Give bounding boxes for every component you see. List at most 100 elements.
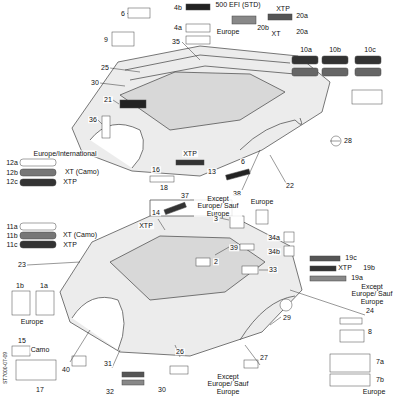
callout-number: 16 [151,166,161,173]
callout-number: 7b [375,376,385,383]
decal [20,179,56,186]
wheel-arch [90,124,144,168]
variant-note: XT (Camo) [64,168,100,175]
decal [186,4,210,10]
decal [355,56,381,64]
front-body [60,216,302,356]
decal [164,202,186,214]
decal [150,176,174,182]
decal [12,291,30,315]
callout-number: 11a [5,223,18,230]
decal [122,372,144,377]
callout-number: 20a [295,28,309,35]
decal [186,36,210,44]
callout-number: 19a [350,274,364,281]
wheel-arch [72,297,124,350]
callout-number: 19c [344,254,357,261]
callout-number: 34b [267,248,281,255]
decal [292,68,318,76]
decal [176,160,204,165]
decal [310,266,336,271]
decal [242,266,258,274]
variant-note: XT (Camo) [62,231,98,238]
callout-number: 9 [103,36,109,43]
callout-number: 24 [365,307,375,314]
decal [244,360,258,368]
callout-number: 35 [171,38,181,45]
callout-number: 36 [88,116,98,123]
callout-number: 4a [173,24,183,31]
variant-note: XTP [275,5,291,12]
decal [20,159,56,166]
callout-number: 25 [100,64,110,71]
variant-note: Europe [20,318,45,325]
callout-number: 13 [207,168,217,175]
callout-number: 2 [213,258,219,265]
decal [310,276,346,281]
decal [196,258,210,266]
variant-note: ST7000-07-09 [3,351,8,385]
callout-number: 4b [173,4,183,11]
variant-note: XT [271,30,282,37]
decal [20,232,56,239]
decal [170,366,188,374]
decal [36,291,54,315]
callout-number: 17 [35,386,45,393]
decal [340,318,362,324]
decal [352,90,382,104]
variant-note: XTP [337,264,353,271]
callout-number: 29 [282,314,292,321]
decal [230,216,244,228]
decal [284,232,294,242]
callout-number: 12b [5,169,19,176]
fender-line [240,118,302,150]
decal [240,244,254,250]
decal [226,169,250,180]
variant-note: Europe [250,198,275,205]
callout-number: 3 [213,215,219,222]
callout-number: 11b [5,232,18,239]
variant-note: Europe/International [32,150,97,157]
decal [232,16,256,24]
callout-number: 15 [17,337,27,344]
callout-number: 20a [295,12,309,19]
callout-number: 34a [267,234,281,241]
decal [310,256,340,261]
variant-note: Except Europe/ Sauf Europe [204,373,252,395]
decal [128,8,150,18]
variant-note: XTP [182,150,198,157]
callout-number: 10a [299,46,313,53]
callout-number: 27 [259,354,269,361]
callout-number: 18 [159,184,169,191]
variant-note: Except Europe/ Sauf Europe [348,283,396,305]
leader-lines [27,13,365,368]
callout-number: 1a [39,282,49,289]
callout-number: 6 [240,158,246,165]
callout-number: 11c [6,241,19,248]
variant-note: XTP [62,178,78,185]
callout-number: 26 [175,348,185,355]
callout-number: 10b [328,46,342,53]
callout-number: 10c [363,46,376,53]
decal [122,380,144,385]
decal [355,68,381,76]
callout-number: 1b [15,282,25,289]
variant-note: XTP [138,222,154,229]
callout-number: 19b [362,264,376,271]
callout-number: 30 [90,79,100,86]
callout-number: 32 [105,388,115,395]
decal [284,246,294,256]
decal [268,14,292,20]
decal [322,68,348,76]
callout-number: 6 [120,10,126,17]
rack-line [125,55,295,80]
callout-number: 7a [375,358,385,365]
decal [292,56,318,64]
decal [330,354,370,372]
decal [20,169,56,176]
variant-note: 500 EFI (STD) [214,1,261,8]
callout-number: 40 [61,366,71,373]
variant-note: Camo [30,346,51,353]
front-rack-area [110,236,265,300]
callout-number: 31 [103,360,113,367]
